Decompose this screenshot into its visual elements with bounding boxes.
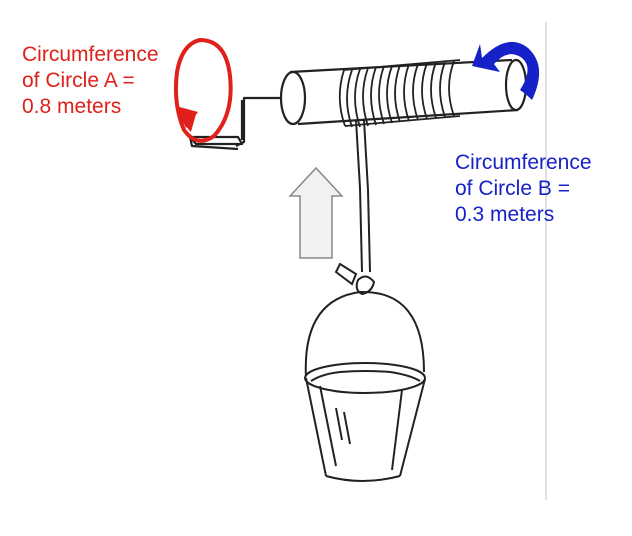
circle-a-label: Circumference of Circle A = 0.8 meters — [22, 42, 159, 120]
circle-a-label-line3: 0.8 meters — [22, 95, 122, 118]
rotation-arrow-icon — [173, 38, 233, 143]
circle-a-label-line1: Circumference — [22, 43, 159, 66]
hook-icon — [334, 262, 376, 296]
bucket-icon — [304, 290, 426, 482]
circle-b-label-line2: of Circle B = — [455, 177, 570, 200]
rotation-arrowhead-a-icon — [176, 106, 198, 128]
circle-a-label-line2: of Circle A = — [22, 69, 135, 92]
rotation-arrow-b-icon — [472, 41, 540, 100]
circle-b-label-line3: 0.3 meters — [455, 203, 555, 226]
circle-b-label-line1: Circumference — [455, 151, 592, 174]
rope-line — [355, 119, 371, 273]
circle-b-label: Circumference of Circle B = 0.3 meters — [455, 150, 592, 228]
rope-coil-icon — [338, 59, 461, 128]
up-arrow-icon — [288, 166, 344, 259]
